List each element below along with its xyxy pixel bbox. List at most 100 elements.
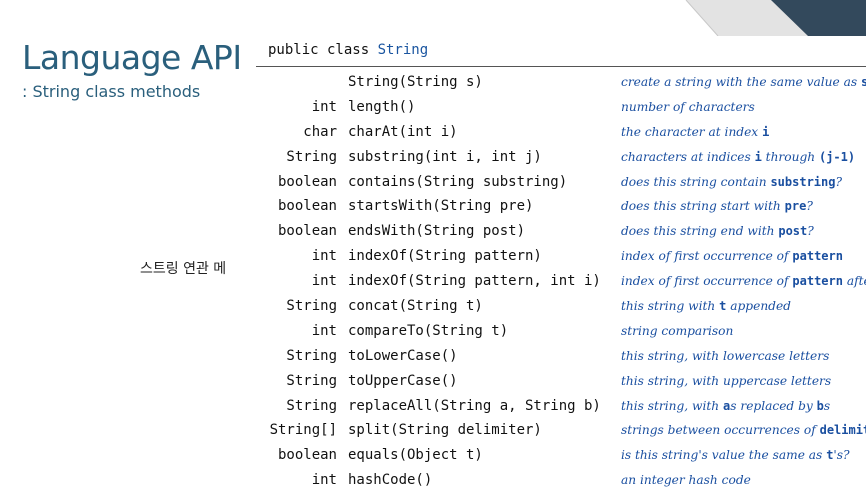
method-signature: split(String delimiter) — [348, 422, 542, 439]
method-signature: toUpperCase() — [348, 372, 458, 389]
description-code-fragment: pattern — [792, 249, 843, 264]
method-description: an integer hash code — [621, 473, 751, 487]
method-description: does this string contain substring? — [621, 175, 842, 189]
method-return-type: char — [303, 123, 337, 140]
description-text-fragment: this string, with lowercase letters — [621, 348, 830, 363]
method-signature: endsWith(String post) — [348, 223, 526, 240]
description-text-fragment: does this string start with — [621, 199, 785, 214]
method-description: number of characters — [621, 100, 755, 114]
api-method-row: String concat(String t) this string with t… — [0, 296, 866, 321]
description-code-fragment: delimiter — [819, 423, 866, 438]
api-method-row: int hashCode() an integer hash code — [0, 470, 866, 495]
description-code-fragment: a — [723, 398, 731, 413]
method-signature: charAt(int i) — [348, 123, 458, 140]
method-return-type: int — [311, 472, 337, 489]
description-code-fragment: pattern — [792, 274, 843, 289]
method-description: characters at indices i through (j-1) — [621, 150, 855, 164]
method-return-type: boolean — [277, 173, 337, 190]
description-code-fragment: post — [778, 224, 808, 239]
method-return-type: boolean — [277, 447, 337, 464]
slide-title: Language API — [22, 38, 242, 77]
api-header-divider — [256, 66, 866, 67]
method-description: does this string end with post? — [621, 224, 814, 238]
method-return-type: int — [311, 98, 337, 115]
method-signature: concat(String t) — [348, 298, 483, 315]
description-text-fragment: s — [823, 398, 831, 413]
method-return-type: String — [286, 148, 337, 165]
description-text-fragment: s replaced by — [730, 398, 817, 413]
description-text-fragment: an integer hash code — [621, 473, 751, 488]
slide-subtitle: : String class methods — [22, 82, 201, 101]
description-text-fragment: through — [761, 149, 819, 164]
api-method-table: String(String s) create a string with the… — [0, 72, 866, 495]
description-code-fragment: substring — [770, 174, 836, 189]
method-description: the character at index i — [621, 125, 769, 139]
description-text-fragment: after — [846, 274, 866, 289]
api-method-row: int length() number of characters — [0, 97, 866, 122]
api-header-prefix: public class — [268, 42, 378, 58]
method-description: this string, with uppercase letters — [621, 374, 831, 388]
method-description: does this string start with pre? — [621, 199, 813, 213]
method-return-type: int — [311, 322, 337, 339]
description-code-fragment: t — [719, 299, 727, 314]
api-method-row: String substring(int i, int j) characters … — [0, 147, 866, 172]
description-text-fragment: index of first occurrence of — [621, 249, 793, 264]
method-signature: contains(String substring) — [348, 173, 568, 190]
method-return-type: String — [286, 372, 337, 389]
api-method-row: char charAt(int i) the character at index … — [0, 122, 866, 147]
method-signature: hashCode() — [348, 472, 433, 489]
api-header-class-name: String — [377, 42, 429, 58]
api-method-row: String[]split(String delimiter)strings b… — [0, 420, 866, 445]
method-return-type: String — [286, 298, 337, 315]
method-description: string comparison — [621, 324, 733, 338]
description-text-fragment: characters at indices — [621, 149, 755, 164]
description-code-fragment: (j-1) — [818, 149, 856, 164]
method-return-type: String — [286, 347, 337, 364]
method-signature: compareTo(String t) — [348, 322, 509, 339]
description-code-fragment: s — [860, 75, 866, 89]
description-text-fragment: does this string contain — [621, 174, 771, 189]
side-note: 스트링 연관 메 — [140, 261, 227, 277]
method-description: index of first occurrence of pattern — [621, 249, 843, 263]
method-signature: toLowerCase() — [348, 347, 458, 364]
api-method-row: boolean endsWith(String post) does this st… — [0, 221, 866, 246]
description-code-fragment: t — [826, 448, 834, 463]
description-text-fragment: this string with — [621, 299, 720, 314]
method-return-type: boolean — [277, 223, 337, 240]
method-signature: startsWith(String pre) — [348, 198, 534, 215]
api-method-row: String(String s) create a string with the… — [0, 72, 866, 97]
description-text-fragment: strings between occurrences of — [621, 423, 820, 438]
description-text-fragment: ? — [806, 199, 813, 214]
description-text-fragment: does this string end with — [621, 224, 779, 239]
method-return-type: int — [311, 273, 337, 290]
method-description: this string, with lowercase letters — [621, 349, 829, 363]
method-signature: substring(int i, int j) — [348, 148, 542, 165]
method-signature: length() — [348, 98, 416, 115]
description-text-fragment: is this string's value the same as — [621, 448, 827, 463]
method-description: index of first occurrence of pattern aft… — [621, 274, 866, 288]
description-code-fragment: i — [754, 149, 762, 164]
description-code-fragment: i — [762, 124, 770, 139]
method-description: strings between occurrences of delimiter — [621, 423, 866, 437]
method-description: this string, with as replaced by bs — [621, 399, 830, 413]
description-text-fragment: number of characters — [621, 99, 755, 114]
method-signature: indexOf(String pattern, int i) — [348, 273, 601, 290]
method-signature: replaceAll(String a, String b) — [348, 397, 601, 414]
description-text-fragment: ? — [807, 224, 814, 239]
description-code-fragment: b — [816, 398, 824, 413]
corner-decoration — [685, 0, 866, 36]
api-method-row: int indexOf(String pattern, int i) index o… — [0, 271, 866, 296]
method-signature: String(String s) — [348, 74, 483, 90]
api-method-row: String toUpperCase() this string, with upp… — [0, 371, 866, 396]
description-code-fragment: pre — [784, 199, 807, 214]
method-description: create a string with the same value as s — [621, 75, 866, 89]
method-description: this string with t appended — [621, 299, 791, 313]
description-text-fragment: 's? — [833, 448, 850, 463]
description-text-fragment: this string, with uppercase letters — [621, 373, 832, 388]
description-text-fragment: index of first occurrence of — [621, 274, 793, 289]
api-method-row: int compareTo(String t) string comparison — [0, 321, 866, 346]
